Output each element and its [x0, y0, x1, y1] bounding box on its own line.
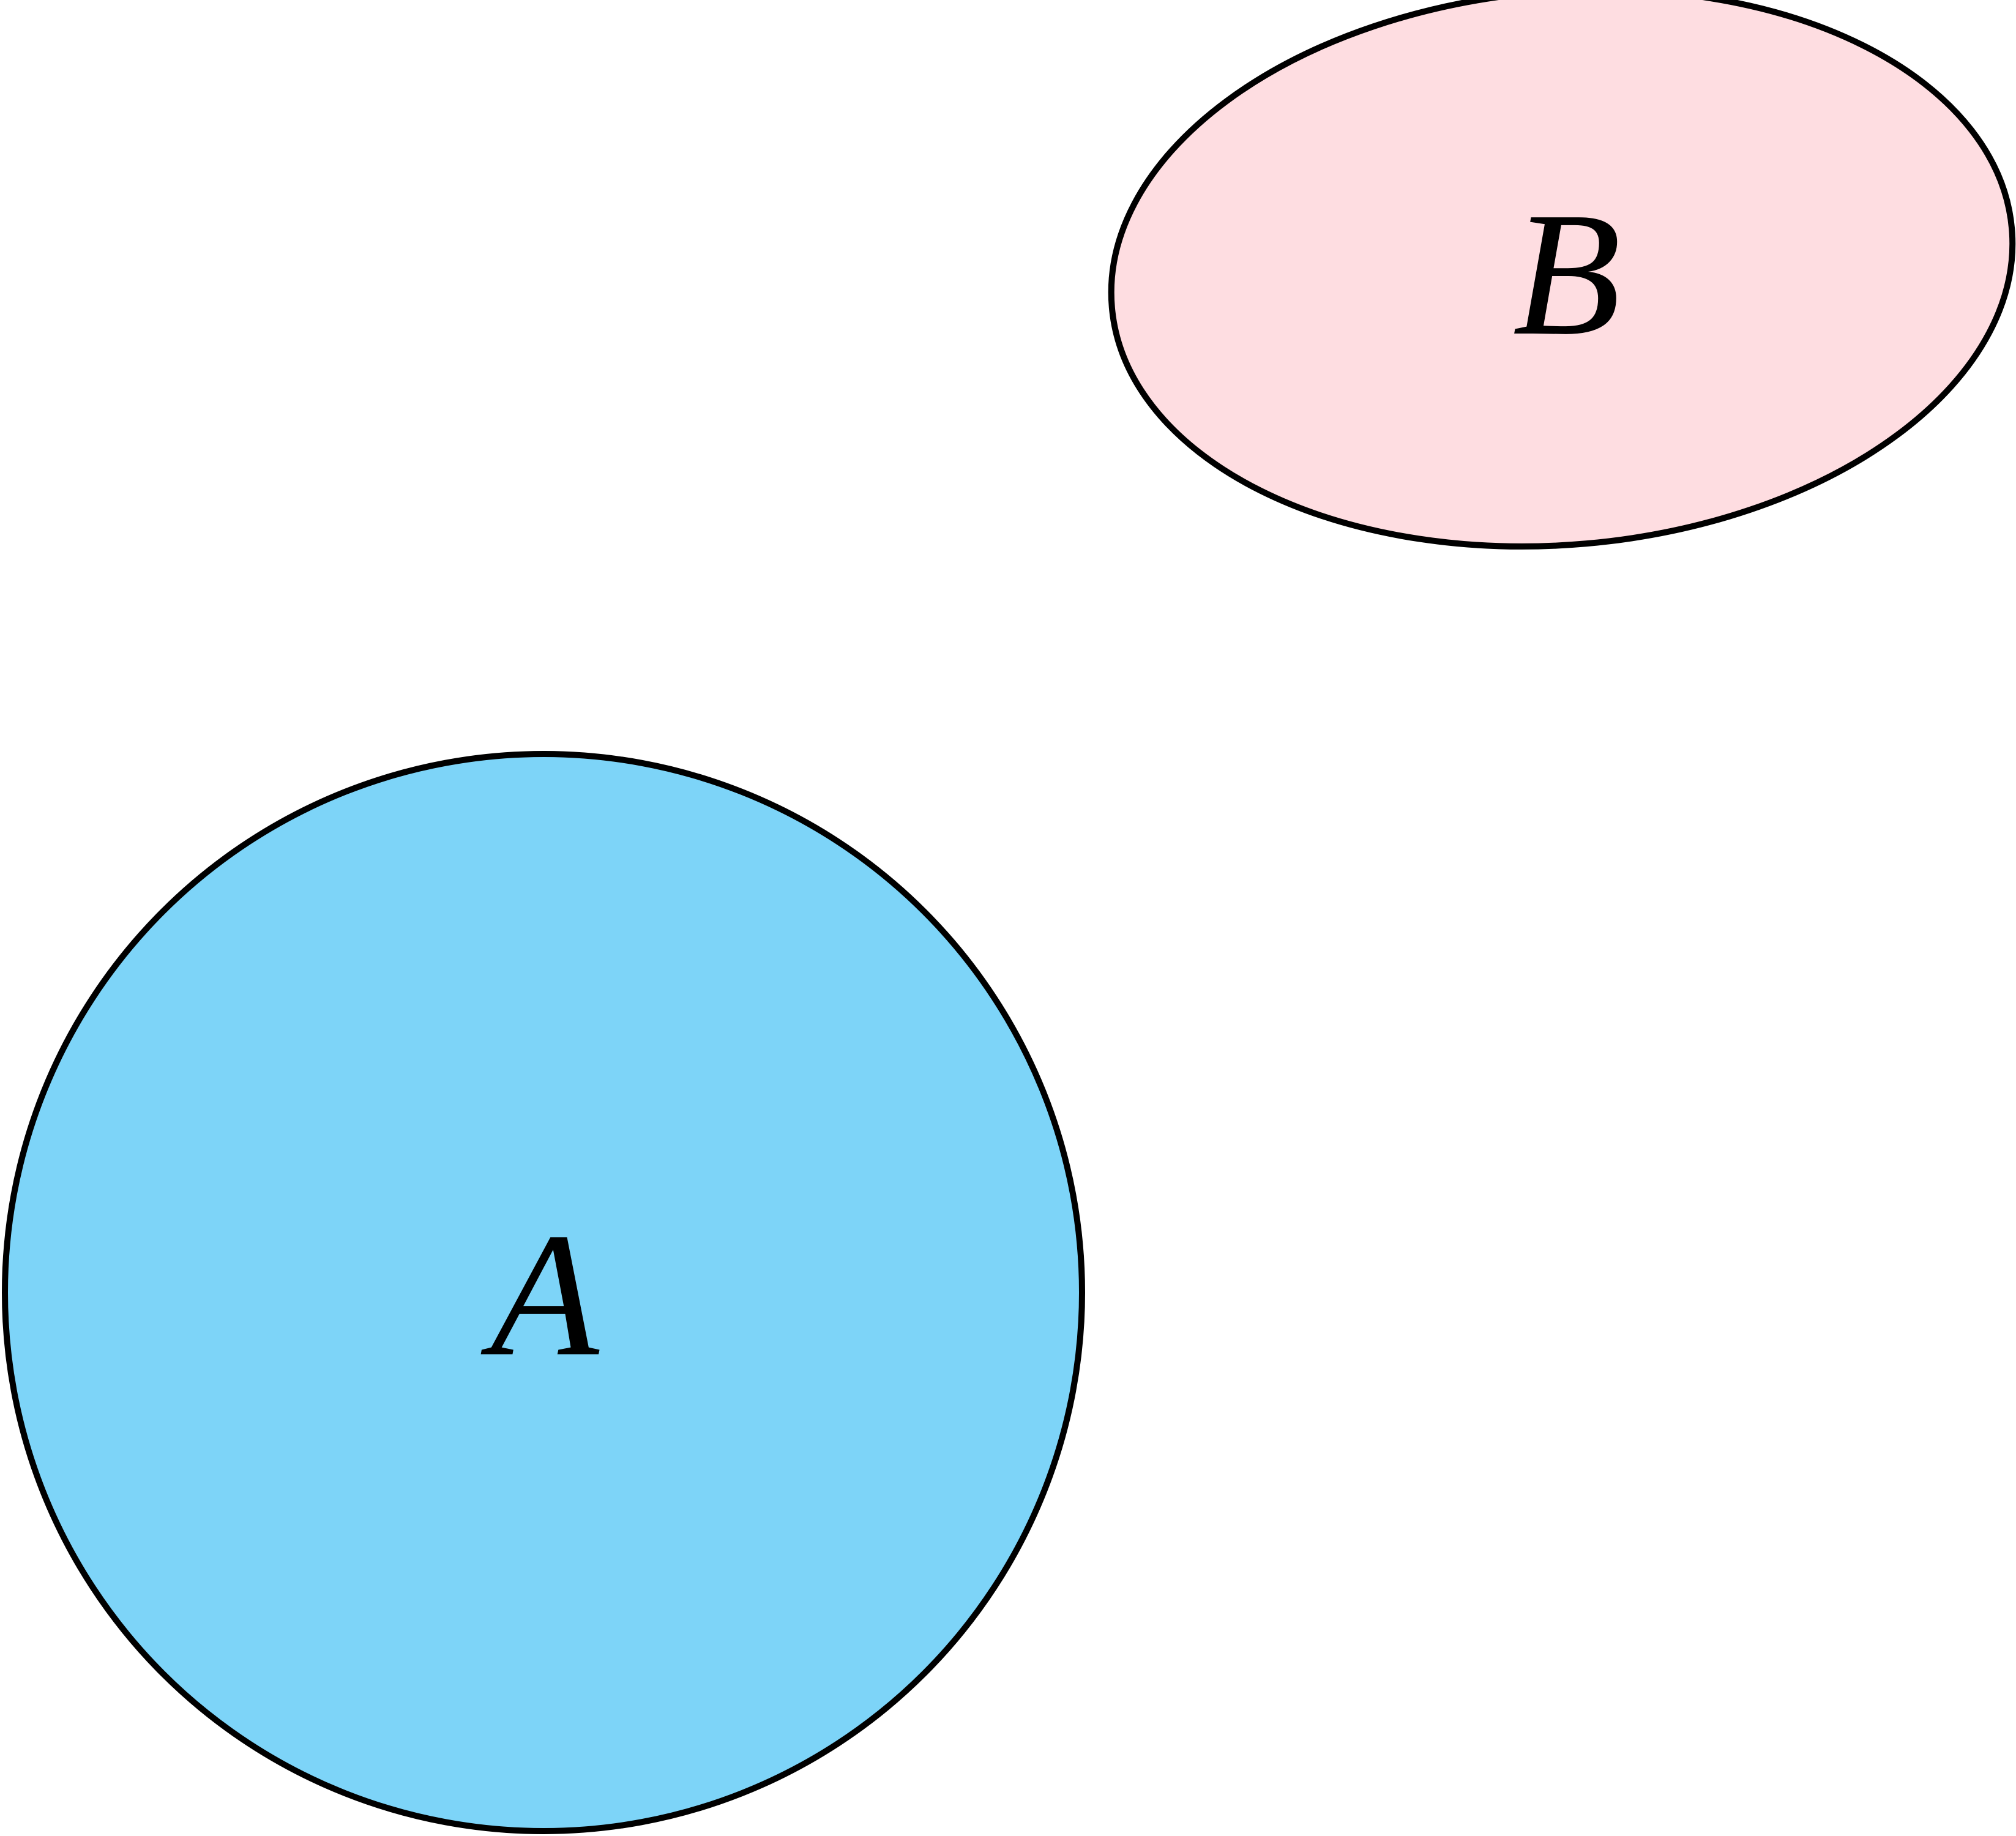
set-a-circle[interactable]	[2, 751, 1085, 1834]
set-a-group[interactable]: A	[2, 751, 1085, 1834]
set-a-label: A	[479, 1196, 601, 1393]
set-b-group[interactable]: B	[1088, 0, 2016, 583]
set-b-ellipse[interactable]	[1088, 0, 2016, 583]
set-b-label: B	[1512, 176, 1621, 372]
